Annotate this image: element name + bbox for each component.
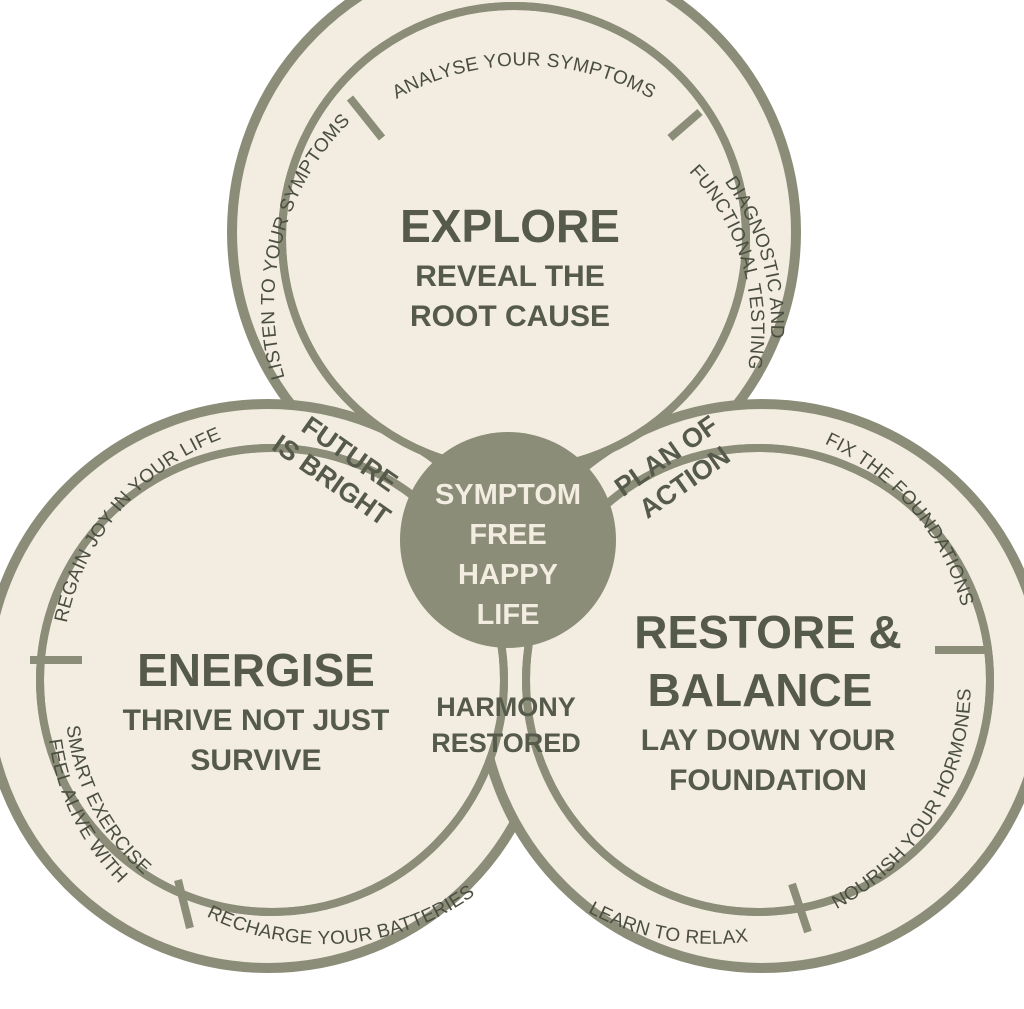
energise-title: ENERGISE: [137, 644, 375, 696]
restore-title-1: RESTORE &: [634, 606, 902, 658]
ring-divider: [346, 95, 386, 141]
explore-sub-1: REVEAL THE: [415, 260, 604, 293]
center-circle: [400, 432, 616, 648]
restore-sub-2: FOUNDATION: [669, 764, 867, 797]
restore-title-2: BALANCE: [648, 664, 873, 716]
ring-divider: [667, 108, 703, 142]
center-line-3: HAPPY: [458, 559, 558, 591]
center-line-4: LIFE: [477, 599, 540, 631]
ring-divider: [174, 879, 194, 929]
overlap-harmony-line-2: RESTORED: [431, 728, 581, 758]
explore-sub-2: ROOT CAUSE: [410, 300, 610, 333]
restore-sub-1: LAY DOWN YOUR: [641, 724, 896, 757]
energise-sub-2: SURVIVE: [190, 744, 321, 777]
energise-sub-1: THRIVE NOT JUST: [123, 704, 390, 737]
overlap-harmony-line-1: HARMONY: [436, 692, 576, 722]
explore-title: EXPLORE: [400, 200, 620, 252]
center-line-2: FREE: [469, 519, 546, 551]
ring-divider: [788, 882, 812, 934]
center-line-1: SYMPTOM: [435, 479, 581, 511]
